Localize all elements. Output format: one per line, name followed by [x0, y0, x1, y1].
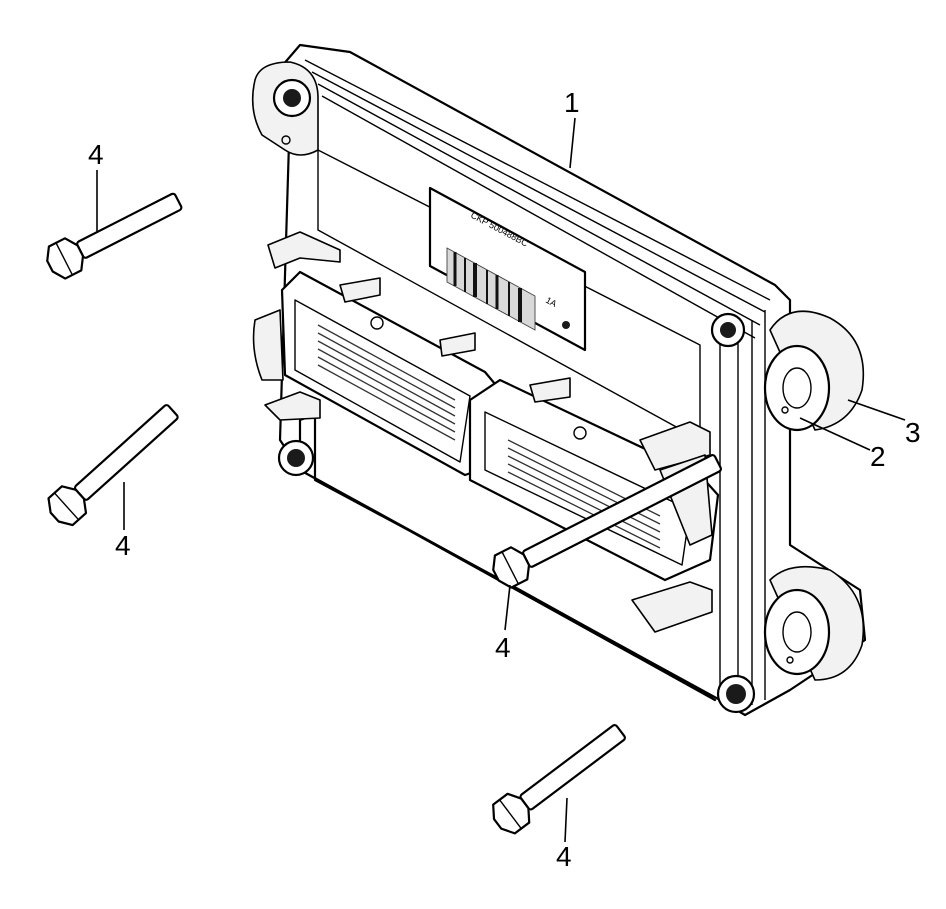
barcode: [446, 247, 536, 331]
id-label: CKP 500488BC 1A: [428, 186, 587, 352]
bolt-middle-left: [47, 404, 179, 527]
callout-4-center: 4: [495, 632, 511, 663]
callout-4-bottom: 4: [556, 841, 572, 872]
callouts: 1 2 3 4 4 4 4: [88, 87, 921, 872]
grommet-upper: [763, 310, 865, 432]
callout-4-middle-left: 4: [115, 530, 131, 561]
bolt-upper-left: [46, 192, 183, 280]
leader-lines: [96, 117, 906, 843]
callout-2: 2: [870, 441, 886, 472]
callout-4-upper-left: 4: [88, 139, 104, 170]
grommet-lower: [763, 565, 865, 681]
label-small-text: 1A: [544, 295, 558, 309]
ecu-housing: CKP 500488BC 1A: [251, 43, 867, 717]
bolt-center: [492, 454, 722, 589]
connector-a: [252, 231, 502, 477]
callout-3: 3: [905, 417, 921, 448]
bolt-bottom: [492, 724, 626, 835]
callout-1: 1: [564, 87, 580, 118]
